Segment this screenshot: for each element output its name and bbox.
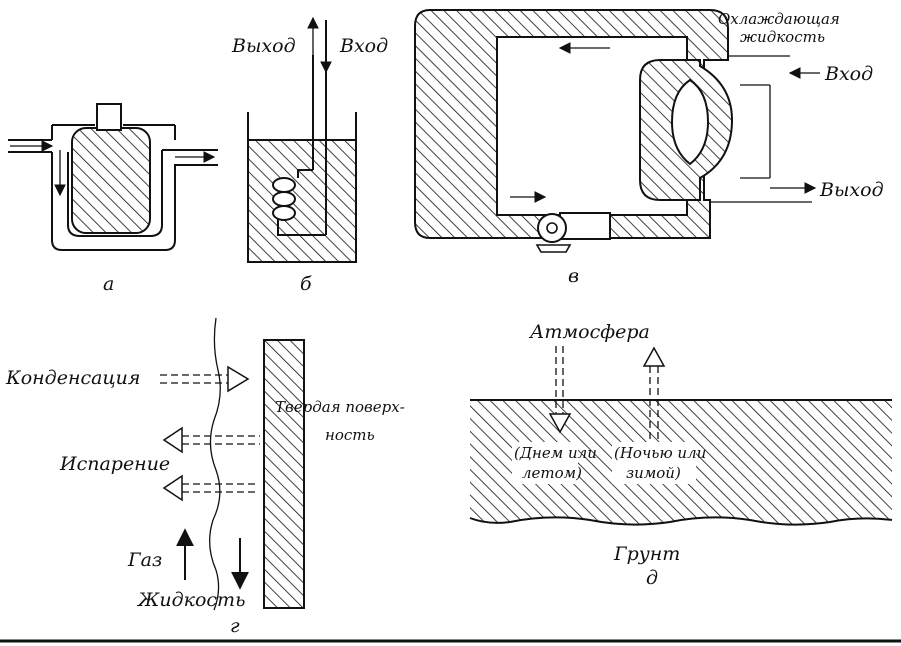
vessel <box>71 127 151 234</box>
panel-v-outlet-label: Выход <box>819 179 884 201</box>
panel-a-letter: а <box>103 273 114 295</box>
panel-d: Атмосфера (Днем или летом) (Ночью или зи… <box>469 321 893 589</box>
bath-container <box>247 112 357 263</box>
panel-v: Охлаждающая жидкость Вход Выход в <box>414 9 884 287</box>
jacket-inner <box>67 150 163 237</box>
jacket-outer <box>51 152 218 251</box>
solid-surface-label-2: ность <box>325 426 375 444</box>
night-winter-label-2: зимой) <box>626 464 681 482</box>
gas-label: Газ <box>127 549 162 571</box>
atmosphere-label: Атмосфера <box>528 321 650 343</box>
evaporation-label: Испарение <box>59 453 170 475</box>
panel-b-letter: б <box>300 273 312 295</box>
panel-v-inlet-label: Вход <box>824 63 873 85</box>
panel-d-letter: д <box>646 567 658 589</box>
coolant-label-1: Охлаждающая <box>718 10 840 28</box>
panel-g: Конденсация Испарение Твердая поверх- но… <box>5 317 405 637</box>
solid-surface-label-1: Твердая поверх- <box>275 398 405 416</box>
day-summer-label-1: (Днем или <box>514 444 597 462</box>
night-winter-label-1: (Ночью или <box>614 444 706 462</box>
interface-line <box>209 317 221 611</box>
coolant-label-2: жидкость <box>740 28 825 46</box>
pump <box>535 213 572 253</box>
bath-liquid <box>249 140 355 261</box>
coil <box>272 177 296 221</box>
panel-v-letter: в <box>568 265 579 287</box>
panel-b-inlet-label: Вход <box>339 35 388 57</box>
day-summer-label-2: летом) <box>522 464 582 482</box>
panel-b-outlet-label: Выход <box>231 35 296 57</box>
panel-g-letter: г <box>230 615 240 637</box>
panel-a: а <box>8 103 218 295</box>
panel-b: Выход Вход б <box>231 16 388 295</box>
liquid-label: Жидкость <box>136 589 245 611</box>
soil-label: Грунт <box>613 543 680 565</box>
condensation-label: Конденсация <box>5 367 141 389</box>
solid-wall <box>263 339 305 609</box>
